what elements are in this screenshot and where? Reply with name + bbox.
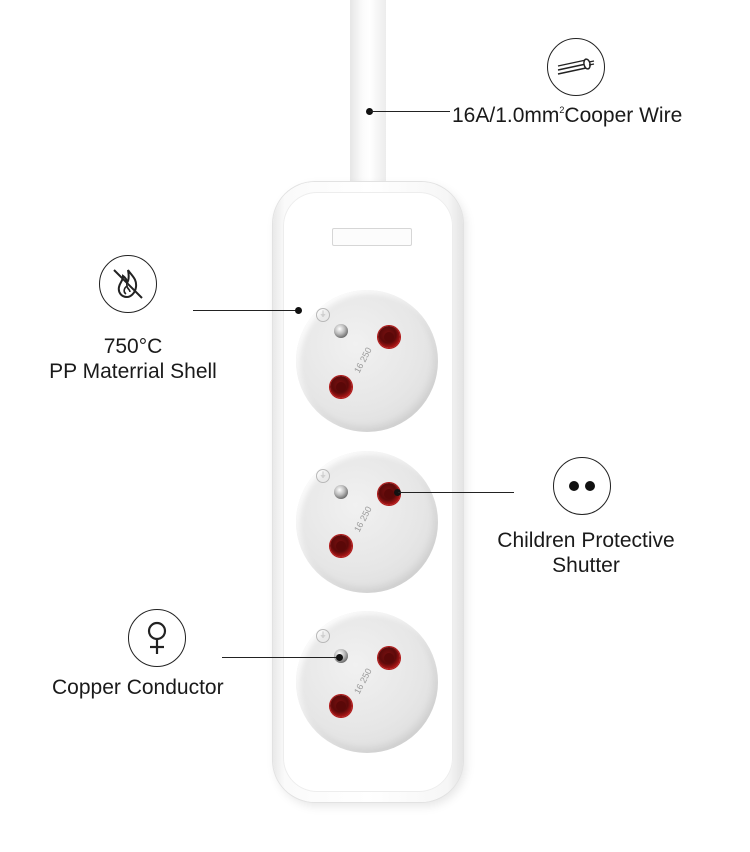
shell-callout-dot <box>295 307 302 314</box>
shutter-label: Children Protective Shutter <box>497 529 675 577</box>
shutter-callout-dot <box>394 489 401 496</box>
two-dots-icon <box>553 457 611 515</box>
conductor-label: Copper Conductor <box>52 676 224 699</box>
power-cable <box>350 0 386 200</box>
wire-spec-label: 16A/1.0mm2Cooper Wire <box>452 104 683 127</box>
strip-slot <box>332 228 412 246</box>
live-pin-hole <box>378 326 400 348</box>
neutral-pin-hole <box>330 535 352 557</box>
wire-icon <box>547 38 605 96</box>
socket-rating: 16 250 <box>352 345 374 375</box>
socket-rating: 16 250 <box>352 666 374 696</box>
earth-mark: ⏚ <box>316 308 330 322</box>
no-fire-icon <box>99 255 157 313</box>
earth-mark: ⏚ <box>316 629 330 643</box>
copper-symbol-icon <box>128 609 186 667</box>
earth-mark: ⏚ <box>316 469 330 483</box>
socket-bottom: ⏚ 16 250 <box>296 611 438 753</box>
live-pin-hole <box>378 483 400 505</box>
ground-pin <box>334 324 348 338</box>
socket-rating: 16 250 <box>352 504 374 534</box>
ground-pin <box>334 485 348 499</box>
neutral-pin-hole <box>330 376 352 398</box>
socket-top: ⏚ 16 250 <box>296 290 438 432</box>
shell-label: 750°C PP Materrial Shell <box>49 335 217 383</box>
socket-middle: ⏚ 16 250 <box>296 451 438 593</box>
live-pin-hole <box>378 647 400 669</box>
shell-callout-line <box>193 310 297 311</box>
conductor-callout-line <box>222 657 338 658</box>
shutter-callout-line <box>398 492 514 493</box>
wire-callout-line <box>370 111 450 112</box>
conductor-callout-dot <box>336 654 343 661</box>
wire-callout-dot <box>366 108 373 115</box>
neutral-pin-hole <box>330 695 352 717</box>
